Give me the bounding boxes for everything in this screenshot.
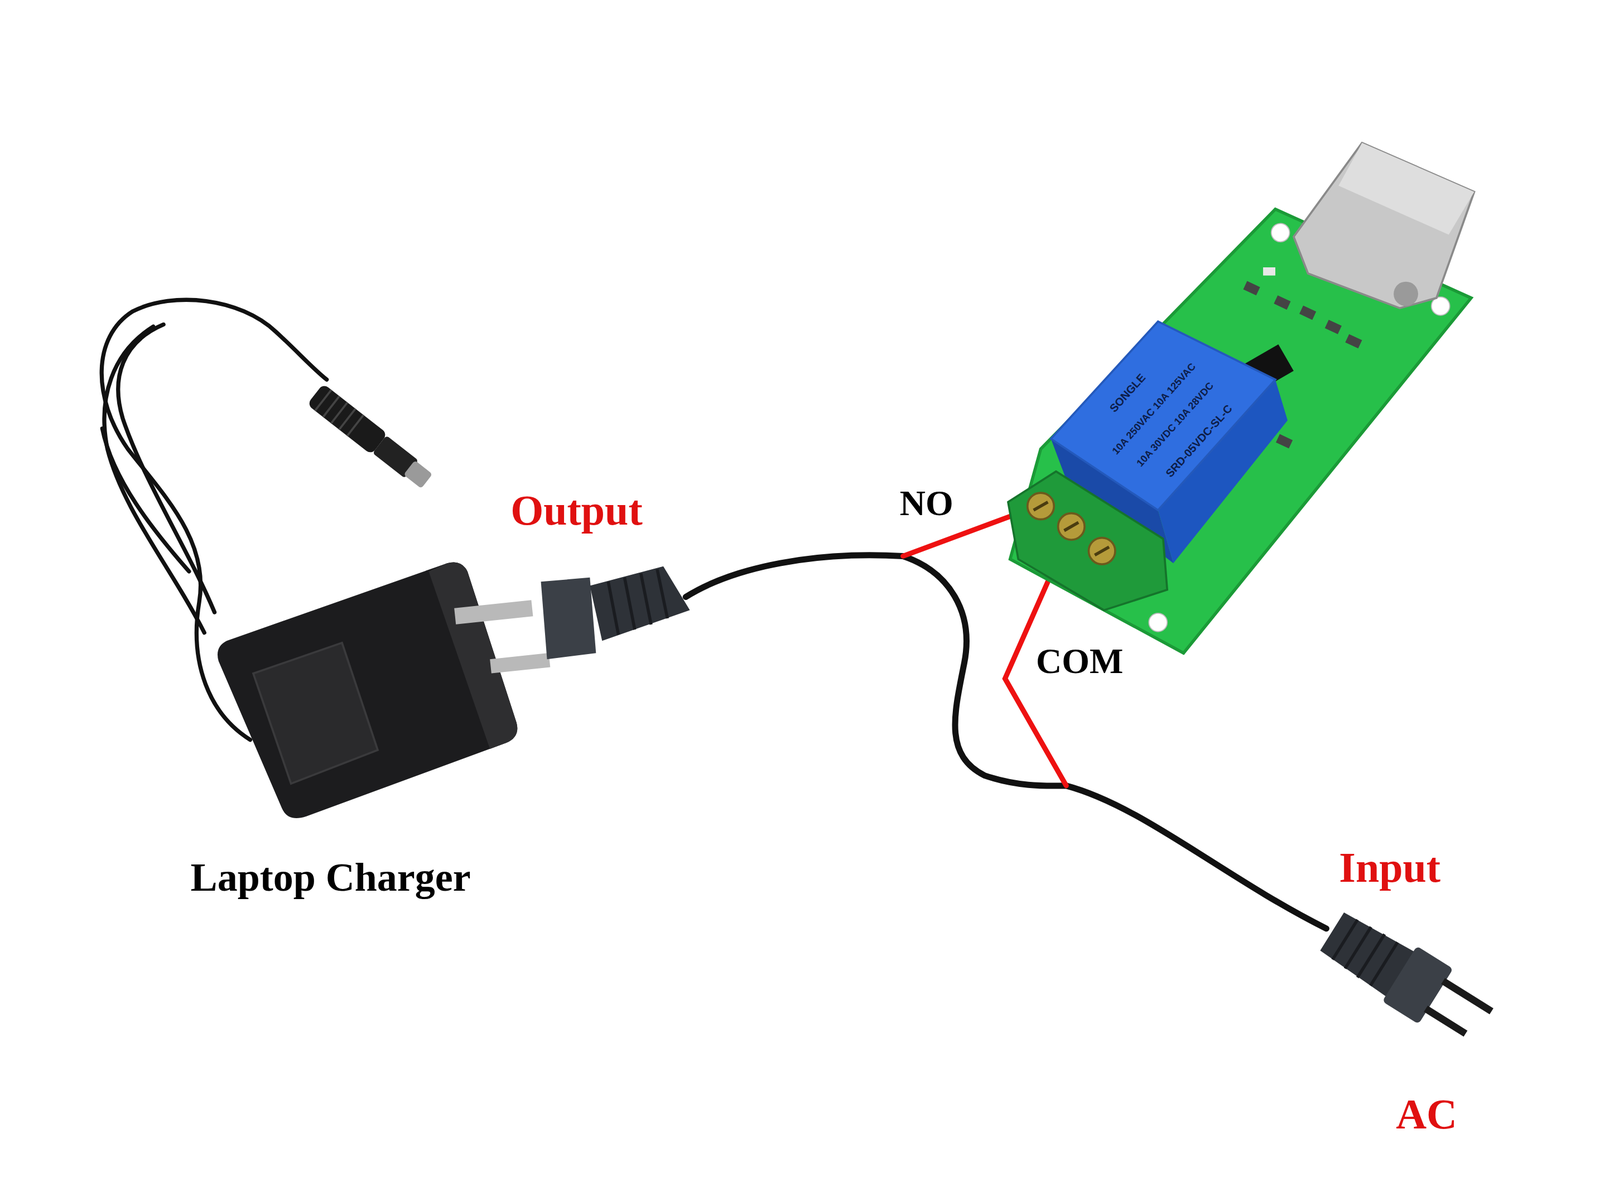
terminal-name: COM [1032,641,1127,681]
input-label: Input [1338,844,1441,891]
output-label: Output [510,487,643,534]
dc-plug [306,383,436,492]
black-wire [685,555,1327,929]
ac-label: AC [1395,1091,1458,1139]
output-socket [541,566,691,659]
relay-board [1008,142,1475,653]
ac-plug [1314,903,1501,1054]
terminal-name: NO [899,483,954,523]
part-name: Laptop Charger [190,855,471,900]
charger-body [217,561,551,818]
